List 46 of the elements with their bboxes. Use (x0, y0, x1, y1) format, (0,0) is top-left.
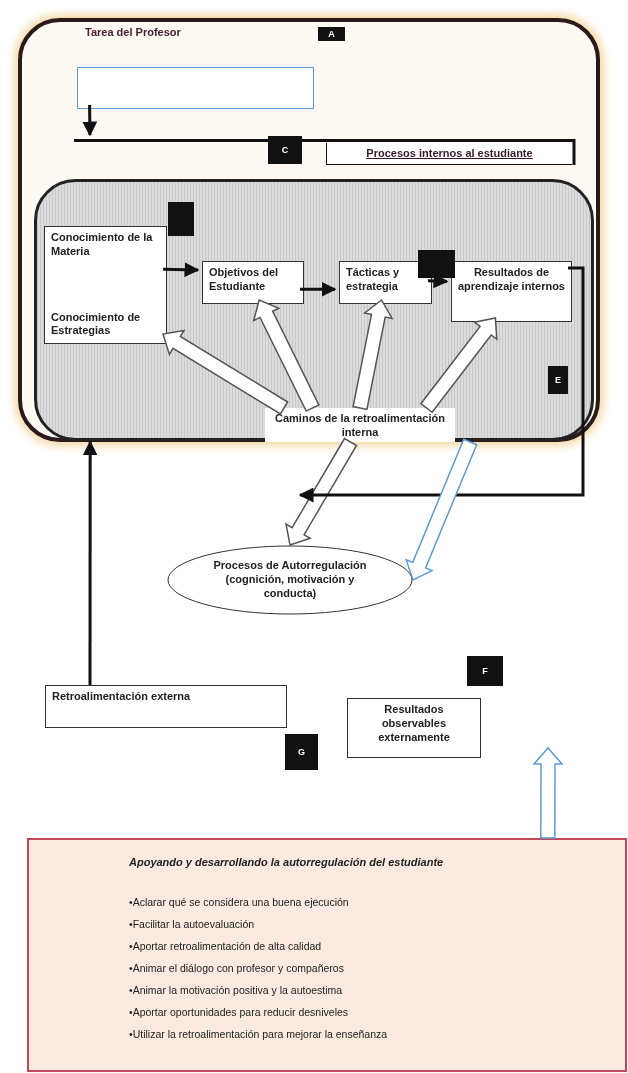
bullet-item: •Utilizar la retroalimentación para mejorar la enseñanza (129, 1027, 389, 1040)
arrow (82, 105, 98, 137)
letter-tag: G (285, 734, 318, 770)
block-arrow (532, 746, 564, 839)
box-label: Procesos de Autorregulación (cognición, motivación y conducta) (212, 559, 368, 601)
box-label: Conocimiento de la Materia (51, 231, 154, 259)
box-label: Retroalimentación externa (52, 690, 192, 704)
process-box (45, 685, 287, 728)
letter-tag: F (467, 656, 503, 686)
box-label: Tácticas y estrategia (346, 266, 401, 294)
process-box (451, 261, 572, 322)
block-arrow (162, 329, 289, 416)
block-arrow (252, 298, 320, 413)
panel-heading: Tarea del Profesor (85, 26, 181, 40)
process-box (202, 261, 304, 304)
panel-heading: Apoyando y desarrollando la autorregulación del estudiante (128, 856, 445, 870)
block-arrow (284, 437, 358, 546)
arrow (162, 262, 200, 278)
box-label: Resultados observables externamente (377, 703, 451, 745)
process-box (347, 698, 481, 758)
bullet-item: •Aportar retroalimentación de alta calidad (129, 939, 323, 952)
panel-heading: Procesos internos al estudiante (326, 143, 572, 165)
empty-box (77, 67, 314, 109)
process-ellipse (167, 545, 413, 615)
bullet-item: •Aportar oportunidades para reducir desniveles (129, 1005, 350, 1018)
box-label: Conocimiento de Estrategias (51, 310, 142, 338)
letter-tag: A (318, 27, 345, 41)
bullet-item: •Animar el diálogo con profesor y compañeros (129, 961, 345, 974)
letter-tag: C (268, 136, 302, 164)
arrow (82, 440, 98, 685)
letter-tag: E (548, 366, 568, 394)
arrow (300, 281, 337, 297)
block-arrow (419, 317, 498, 414)
arrow (298, 266, 585, 503)
process-box (44, 226, 167, 344)
block-arrow (352, 298, 394, 411)
process-box (339, 261, 432, 304)
bullet-item: •Animar la motivación positiva y la autoestima (129, 983, 344, 996)
block-arrow (404, 438, 478, 582)
note-panel (27, 838, 627, 1072)
box-label: Resultados de aprendizaje internos (458, 266, 565, 294)
outer-panel (18, 18, 600, 442)
bullet-item: •Facilitar la autoevaluación (129, 917, 256, 930)
box-label: Objetivos del Estudiante (209, 266, 280, 294)
box-label: Caminos de la retroalimentación interna (274, 412, 446, 440)
bullet-item: •Aclarar qué se considera una buena ejecución (129, 895, 350, 908)
